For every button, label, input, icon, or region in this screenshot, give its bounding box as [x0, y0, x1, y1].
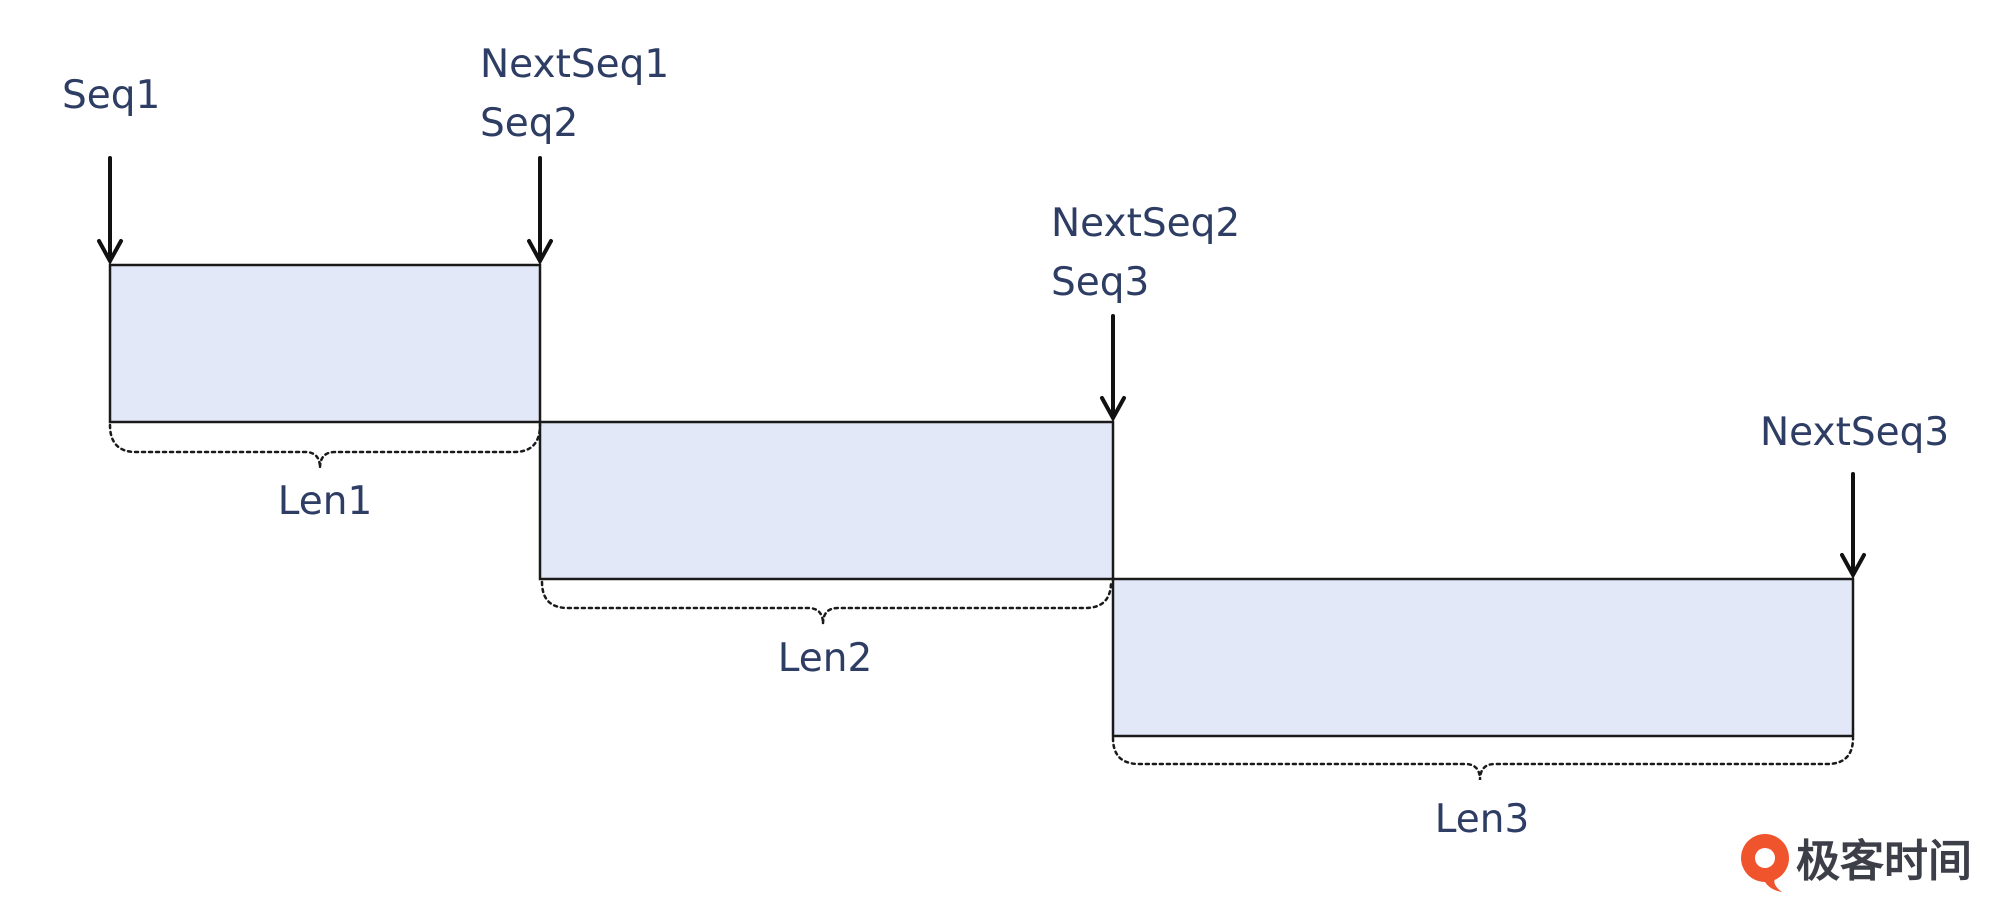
geektime-logo-icon: [1741, 834, 1789, 892]
length-brace-3: [1111, 736, 1855, 781]
label-len3: Len3: [1435, 797, 1530, 842]
segment-block-1: [108, 263, 542, 424]
label-nextseq3: NextSeq3: [1760, 410, 1949, 455]
label-len2: Len2: [778, 636, 873, 681]
length-brace-1: [108, 423, 542, 469]
label-nextseq1: NextSeq1: [480, 42, 669, 87]
length-brace-2: [540, 580, 1113, 625]
label-seq2: Seq2: [480, 101, 578, 146]
arrow-seq3: [1100, 314, 1126, 423]
logo-text: 极客时间: [1796, 836, 1972, 887]
arrow-seq1: [97, 156, 123, 266]
label-len1: Len1: [278, 479, 373, 524]
geektime-logo: 极客时间: [1741, 834, 1972, 892]
segment-block-3: [1111, 577, 1855, 738]
label-seq3: Seq3: [1051, 260, 1149, 305]
arrow-seq2: [527, 156, 553, 266]
label-nextseq2: NextSeq2: [1051, 201, 1240, 246]
segment-block-2: [538, 420, 1115, 581]
arrow-nextseq3: [1840, 472, 1866, 580]
label-seq1: Seq1: [62, 73, 160, 118]
